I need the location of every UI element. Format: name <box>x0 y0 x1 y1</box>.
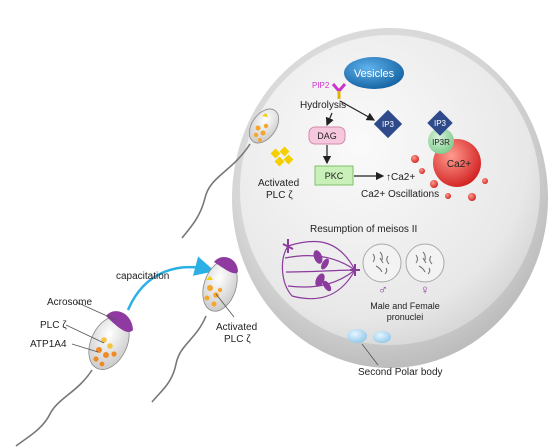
polar-body-label: Second Polar body <box>358 367 443 378</box>
vesicle-shape <box>344 57 404 89</box>
pronuclei-label-1: Male and Female <box>370 301 440 311</box>
pip2-glyph-icon <box>331 83 347 99</box>
second-polar-body <box>347 329 391 366</box>
ca-droplets <box>411 155 488 201</box>
sperm-entering-plc <box>253 123 269 142</box>
ip3-label: IP3 <box>382 120 395 129</box>
oocyte-cytoplasm <box>240 35 540 345</box>
activated-plc-outside-label-2: PLC ζ <box>224 334 251 345</box>
resumption-label: Resumption of meisos II <box>310 224 417 235</box>
activated-plc-inside-label-1: Activated <box>258 178 299 189</box>
female-symbol-icon: ♀ <box>420 282 430 297</box>
sperm-pointers <box>65 301 117 353</box>
ip3-diamond-icon: IP3 <box>427 110 453 136</box>
male-pronucleus <box>362 243 402 283</box>
plc-diamond-icon <box>270 146 294 167</box>
pip2-label: PIP2 <box>312 81 330 90</box>
male-symbol-icon: ♂ <box>378 282 388 297</box>
dag-label: DAG <box>317 131 337 141</box>
activated-plc-outside-label-1: Activated <box>216 322 257 333</box>
spindle-pole-left <box>282 239 294 253</box>
pkc-box: PKC <box>314 165 354 186</box>
ca-up-label: ↑Ca2+ <box>386 172 415 183</box>
sperm-uncapacitated-acrosome <box>106 311 133 333</box>
spindle-pole-right <box>350 264 360 276</box>
sperm-uncapacitated-plc <box>93 337 117 367</box>
activated-plc-inside-label-2: PLC ζ <box>266 190 293 201</box>
ip3r-sphere <box>428 128 454 154</box>
sperm-entering-tail <box>181 143 251 239</box>
atp1a4-label: ATP1A4 <box>30 339 67 350</box>
pkc-label: PKC <box>325 171 344 181</box>
ca-sphere-label: Ca2+ <box>447 159 471 170</box>
dag-box: DAG <box>308 126 346 145</box>
ca-oscillations-label: Ca2+ Oscillations <box>361 189 439 200</box>
sperm-entering <box>181 108 280 239</box>
ip3-receptor-label: IP3 <box>434 119 447 128</box>
sperm-activated <box>151 257 238 403</box>
pip2: PIP2 <box>312 81 347 99</box>
sperm-activated-plc <box>204 285 223 307</box>
sperm-activated-acrosome <box>214 257 238 274</box>
sperm-activated-tail <box>151 315 207 403</box>
hydrolysis-label: Hydrolysis <box>300 100 346 111</box>
capacitation-label: capacitation <box>116 271 169 282</box>
activated-plc-outside-pointer <box>215 293 235 318</box>
activated-plc-inside: Activated PLC ζ <box>258 146 299 201</box>
female-pronucleus <box>405 243 445 283</box>
ip3-receptor-cluster: Ca2+ IP3R IP3 <box>411 110 488 201</box>
hydrolysis-arrows <box>325 100 376 127</box>
meiosis-spindle <box>281 239 360 300</box>
capacitation-arrow <box>126 256 215 311</box>
meiosis-chromosomes <box>313 250 332 292</box>
plc-zeta-label: PLC ζ <box>40 320 67 331</box>
sperm-uncapacitated <box>15 311 133 447</box>
vesicles-label: Vesicles <box>354 68 395 80</box>
sperm-uncapacitated-tail <box>15 369 93 447</box>
oocyte <box>232 28 548 368</box>
ip3r-label: IP3R <box>432 138 450 147</box>
pronuclei-label-2: pronuclei <box>387 312 424 322</box>
vesicles: Vesicles <box>344 57 404 89</box>
acrosome-label: Acrosome <box>47 297 92 308</box>
